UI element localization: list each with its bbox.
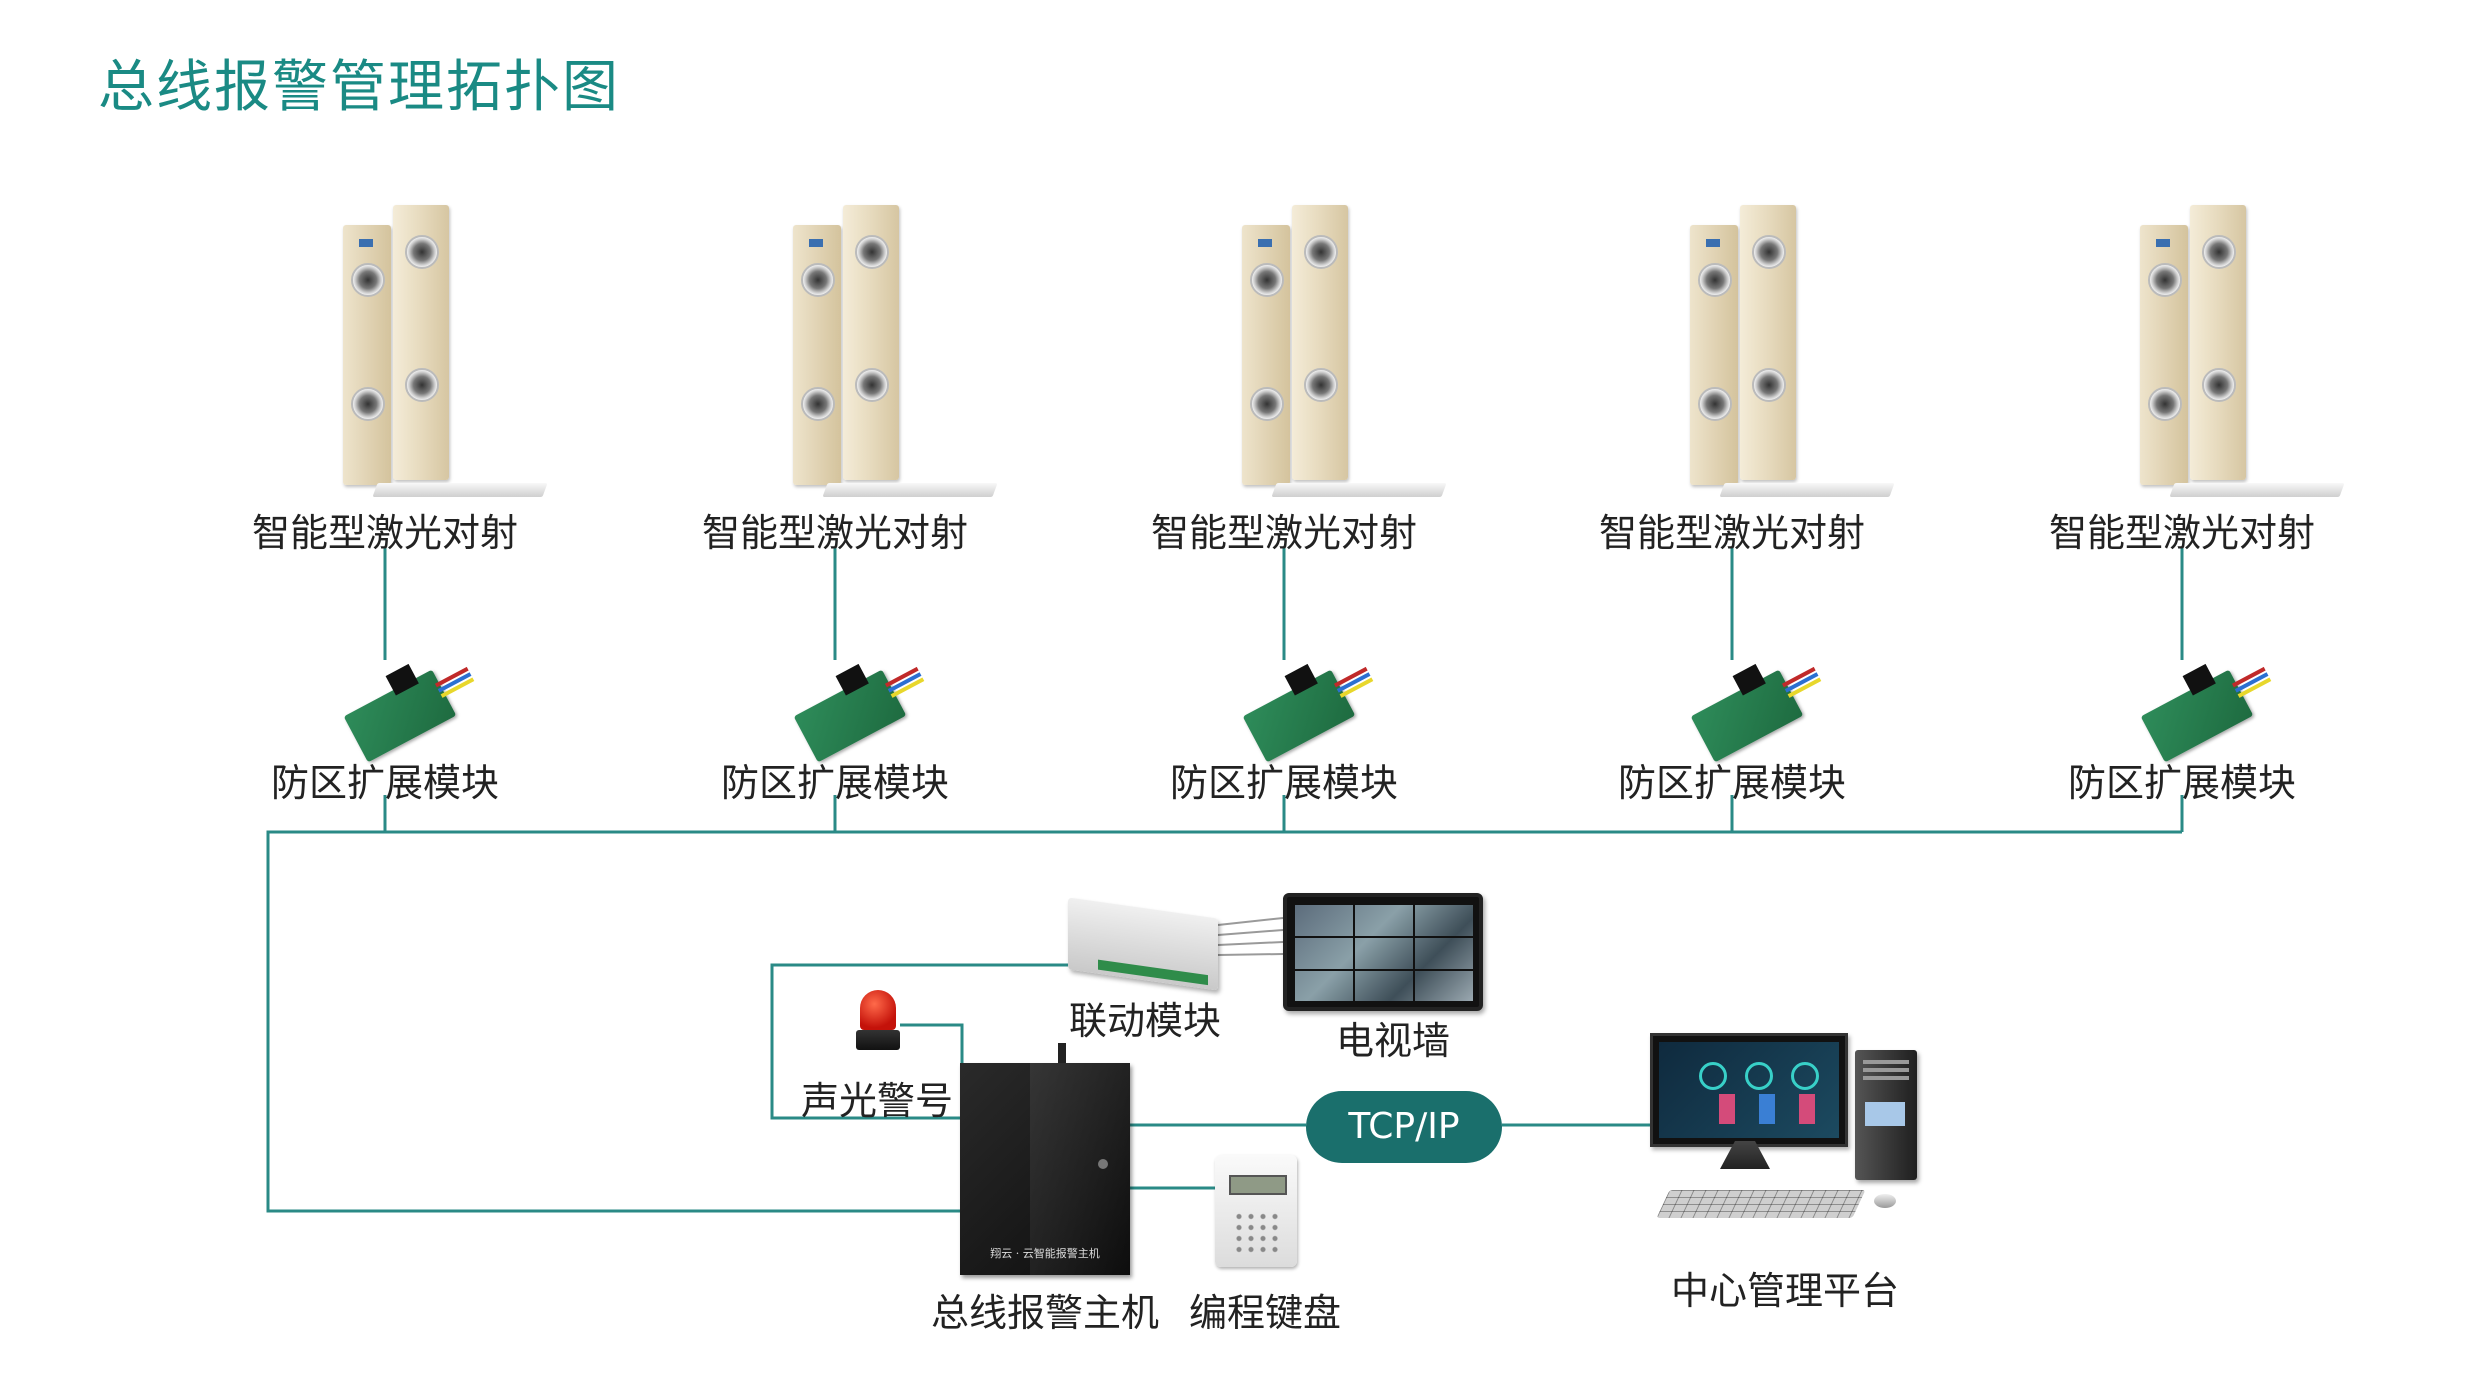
laser-beam-detector-image bbox=[335, 205, 548, 497]
detector-label: 智能型激光对射 bbox=[2048, 511, 2316, 555]
module-label: 防区扩展模块 bbox=[1169, 761, 1399, 805]
siren-image bbox=[856, 990, 900, 1054]
alarm-host-brand: 翔云 · 云智能报警主机 bbox=[990, 1247, 1100, 1260]
pc-mouse-image bbox=[1874, 1194, 1896, 1208]
module-label: 防区扩展模块 bbox=[720, 761, 950, 805]
alarm-host-label: 总线报警主机 bbox=[930, 1291, 1160, 1335]
keyboard-label: 编程键盘 bbox=[1188, 1291, 1342, 1335]
pc-keyboard-image bbox=[1656, 1190, 1866, 1218]
laser-beam-detector-image bbox=[2132, 205, 2345, 497]
tv-wall-label: 电视墙 bbox=[1335, 1019, 1451, 1063]
module-label: 防区扩展模块 bbox=[2067, 761, 2297, 805]
laser-beam-detector-image bbox=[1682, 205, 1895, 497]
detector-label: 智能型激光对射 bbox=[1150, 511, 1418, 555]
detector-label: 智能型激光对射 bbox=[1598, 511, 1866, 555]
siren-label: 声光警号 bbox=[800, 1079, 954, 1123]
laser-beam-detector-image bbox=[1234, 205, 1447, 497]
pc-tower-image bbox=[1855, 1050, 1917, 1180]
programming-keyboard-image bbox=[1215, 1155, 1297, 1267]
tv-wall-image bbox=[1283, 893, 1483, 1011]
linkage-module-label: 联动模块 bbox=[1068, 999, 1222, 1043]
page-title: 总线报警管理拓扑图 bbox=[98, 55, 620, 120]
monitor-image bbox=[1650, 1033, 1848, 1147]
alarm-host-image: 翔云 · 云智能报警主机 bbox=[960, 1043, 1130, 1275]
detector-label: 智能型激光对射 bbox=[251, 511, 519, 555]
laser-beam-detector-image bbox=[785, 205, 998, 497]
module-label: 防区扩展模块 bbox=[270, 761, 500, 805]
tcp-ip-badge: TCP/IP bbox=[1306, 1091, 1502, 1163]
detector-label: 智能型激光对射 bbox=[701, 511, 969, 555]
platform-label: 中心管理平台 bbox=[1670, 1269, 1900, 1313]
module-label: 防区扩展模块 bbox=[1617, 761, 1847, 805]
